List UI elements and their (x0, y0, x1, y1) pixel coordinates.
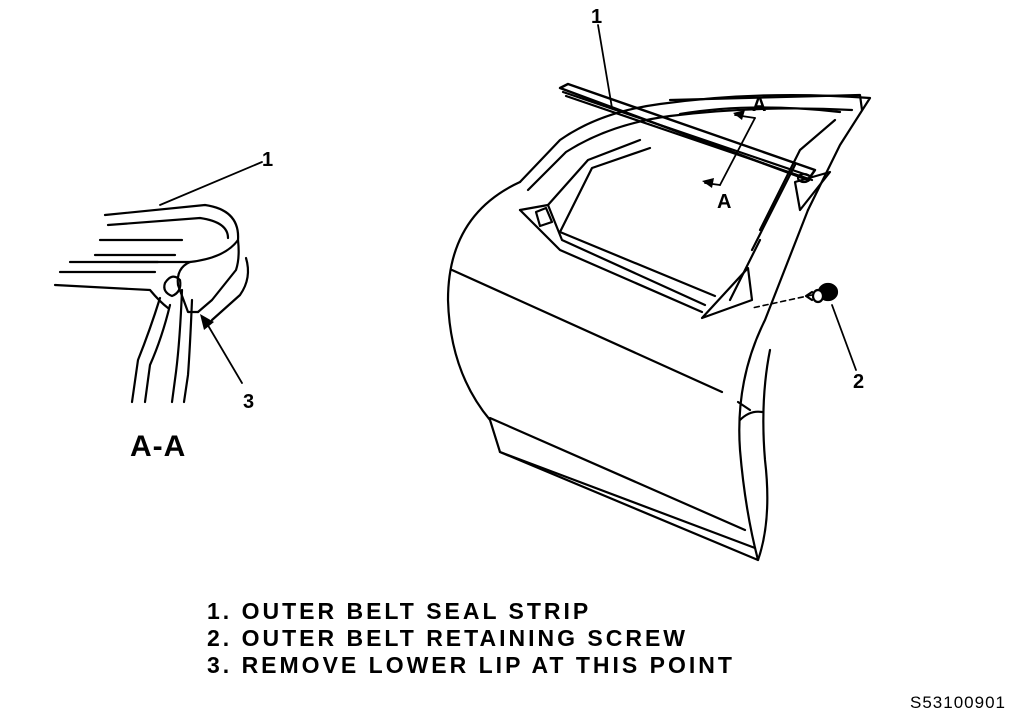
leader-door-1 (597, 24, 613, 109)
arrowhead-detail-3 (200, 314, 214, 330)
door-drawing (446, 82, 872, 562)
legend-item-3: 3. REMOVE LOWER LIP AT THIS POINT (207, 652, 735, 678)
screw-axis-line (751, 294, 813, 309)
section-detail-drawing (53, 203, 250, 404)
callout-2-door: 2 (853, 371, 865, 393)
legend-list: 1. OUTER BELT SEAL STRIP 2. OUTER BELT R… (207, 598, 735, 679)
legend-item-1: 1. OUTER BELT SEAL STRIP (207, 598, 592, 624)
figure-id: S53100901 (910, 693, 1006, 712)
leader-detail-1 (159, 161, 263, 206)
section-marker-bottom: A (717, 191, 732, 213)
callout-1-detail: 1 (262, 149, 274, 171)
legend-item-2: 2. OUTER BELT RETAINING SCREW (207, 625, 688, 651)
section-view-label: A-A (130, 430, 187, 463)
section-marker-top: A (752, 94, 767, 116)
callout-1-door: 1 (591, 6, 603, 28)
screw-icon (804, 282, 839, 304)
leader-door-2 (831, 304, 857, 371)
leader-detail-3 (205, 321, 243, 384)
callout-3-detail: 3 (243, 391, 255, 413)
section-cut-line (719, 117, 756, 186)
